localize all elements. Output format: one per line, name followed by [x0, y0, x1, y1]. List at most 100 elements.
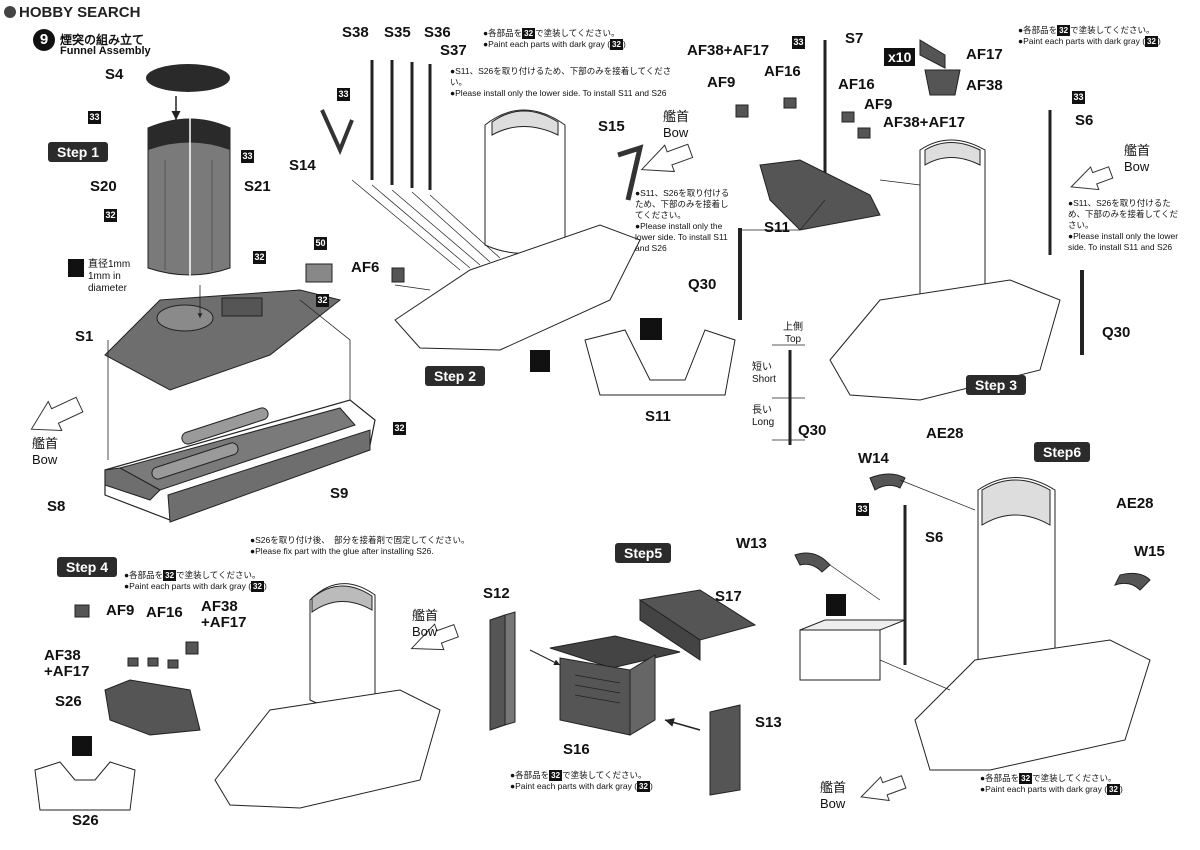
paint-code-33-e: 33 [1072, 91, 1085, 104]
base-step3 [829, 279, 1061, 401]
label-s11-detail: S11 [645, 408, 671, 425]
paint-code-33-c: 33 [337, 88, 350, 101]
install-note-step3: ●S11、S26を取り付けるため、下部のみを接着してください。●Please i… [1068, 198, 1179, 252]
label-w15: W15 [1134, 543, 1165, 560]
label-ae28-b: AE28 [1116, 495, 1154, 512]
s16-part [559, 657, 631, 736]
label-s12: S12 [483, 585, 510, 602]
logo-icon [4, 6, 16, 18]
label-s16: S16 [563, 741, 590, 758]
label-af17-step4: +AF17 [201, 614, 247, 631]
label-af17: AF17 [966, 46, 1003, 63]
af38-part [924, 69, 961, 96]
s26-platform [104, 679, 201, 736]
part-50 [305, 263, 333, 283]
paint-code-33-b: 33 [241, 150, 254, 163]
title-en: Funnel Assembly [60, 45, 151, 57]
label-q30-right: Q30 [1102, 324, 1131, 341]
title-jp: 煙突の組み立て [60, 33, 145, 47]
base-step2 [394, 224, 641, 351]
s14-part [320, 109, 354, 156]
paint-code-33-d: 33 [792, 36, 805, 49]
multiplier-badge: x10 [884, 48, 916, 66]
label-s21: S21 [244, 178, 271, 195]
label-af38-step4: AF38 [201, 598, 238, 615]
drill-icon-step1 [68, 259, 84, 277]
funnel-step3 [919, 139, 986, 308]
label-af38-step4-left: AF38 [44, 647, 81, 664]
label-af38-af17-a: AF38+AF17 [687, 42, 770, 59]
bow-arrow-step6 [860, 775, 907, 802]
label-af9-b: AF9 [864, 96, 893, 113]
label-s20: S20 [90, 178, 117, 195]
label-s15: S15 [598, 118, 625, 135]
base-step4 [214, 689, 441, 809]
etch-icon-s26 [72, 736, 92, 756]
label-s26: S26 [55, 693, 82, 710]
s4-grille-cap [146, 64, 230, 92]
s12-part [489, 614, 506, 731]
section-number: 9 [33, 29, 55, 51]
install-note-step2b: ●S11、S26を取り付けるため、下部のみを接着してください。●Please i… [635, 188, 730, 253]
step1-badge: Step 1 [48, 142, 109, 162]
label-s1: S1 [75, 328, 94, 345]
w13-part [794, 552, 831, 573]
label-s7: S7 [845, 30, 864, 47]
label-af6: AF6 [351, 259, 380, 276]
label-af38-af17-b: AF38+AF17 [883, 114, 966, 131]
label-s4: S4 [105, 66, 124, 83]
label-af9-step4: AF9 [106, 602, 135, 619]
label-ae28-a: AE28 [926, 425, 964, 442]
paint-code-33-a: 33 [88, 111, 101, 124]
label-s13: S13 [755, 714, 782, 731]
install-note-step2: ●S11、S26を取り付けるため、下部のみを接着してください。●Please i… [450, 66, 672, 98]
s26-part [34, 761, 136, 811]
label-s36: S36 [424, 24, 451, 41]
paint-code-32-d: 32 [393, 422, 406, 435]
label-s26-detail: S26 [72, 812, 99, 829]
label-s17: S17 [715, 588, 742, 605]
w15-part [1114, 572, 1151, 591]
deckhouse-part [799, 629, 881, 681]
s13-part [709, 704, 741, 796]
step4-badge: Step 4 [57, 557, 118, 577]
s11-part [584, 329, 736, 396]
s15-part [617, 144, 644, 201]
w14-part [869, 473, 906, 491]
label-af16-a: AF16 [764, 63, 801, 80]
paint-code-32-a: 32 [104, 209, 117, 222]
bow-arrow-step4 [410, 623, 459, 651]
bow-arrow-step1 [30, 396, 84, 432]
label-q30-length: Q30 [798, 422, 827, 439]
label-s6-step6: S6 [925, 529, 944, 546]
label-s8: S8 [47, 498, 66, 515]
step5-badge: Step5 [615, 543, 672, 563]
label-w14: W14 [858, 450, 889, 467]
paint-code-32-b: 32 [253, 251, 266, 264]
step3-badge: Step 3 [966, 375, 1027, 395]
paint-code-33-f: 33 [856, 503, 869, 516]
s11-platform [759, 159, 881, 231]
etch-icon-s11 [640, 318, 662, 340]
label-s11: S11 [764, 219, 790, 236]
step2-badge: Step 2 [425, 366, 486, 386]
paint-code-50: 50 [314, 237, 327, 250]
drill-icon-step6 [826, 594, 846, 616]
label-af17-step4-left: +AF17 [44, 663, 90, 680]
paint-code-32-c: 32 [316, 294, 329, 307]
logo-text: HOBBY SEARCH [19, 4, 141, 21]
label-af16-step4: AF16 [146, 604, 183, 621]
hobby-search-logo: HOBBY SEARCH [4, 4, 140, 21]
label-q30-left: Q30 [688, 276, 717, 293]
bow-arrow-step2 [640, 143, 694, 173]
label-af16-b: AF16 [838, 76, 875, 93]
